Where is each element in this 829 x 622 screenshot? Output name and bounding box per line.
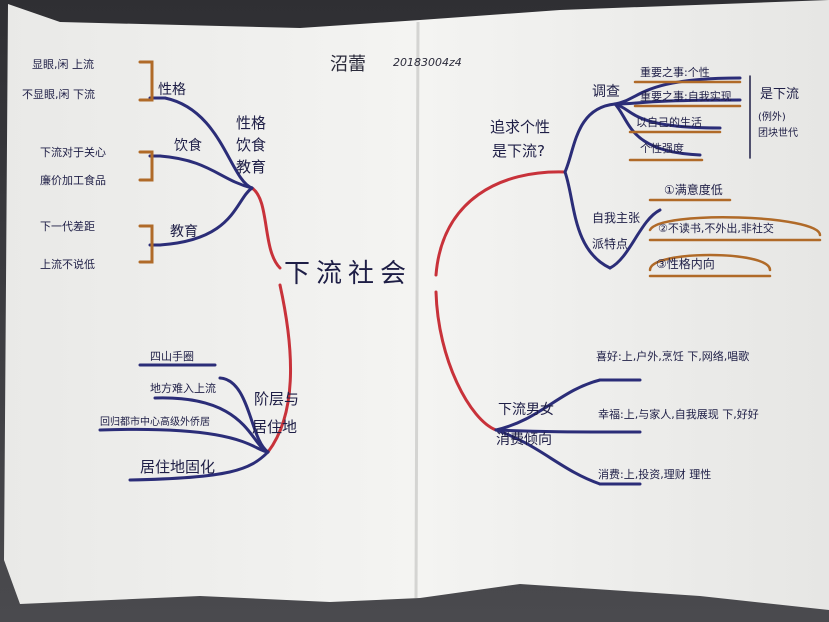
consumption-label-1: 下流男女 bbox=[498, 401, 554, 418]
personality-label: 性格 bbox=[158, 82, 186, 98]
survey-conclusion-1: 是下流 bbox=[760, 87, 799, 102]
class-residence-item-2: 地方难入上流 bbox=[150, 381, 216, 395]
traits-label-3: 教育 bbox=[236, 158, 266, 176]
consumption-label-2: 消费倾向 bbox=[496, 432, 552, 448]
paper-title: 沼蕾 bbox=[330, 54, 366, 75]
traits-label-2: 饮食 bbox=[236, 136, 266, 154]
survey-item-3: 以自己的生活 bbox=[636, 115, 702, 129]
diet-item-2: 廉价加工食品 bbox=[40, 173, 106, 187]
question-label-2: 是下流? bbox=[492, 142, 545, 160]
personality-item-2: 不显眼,闲 下流 bbox=[22, 87, 95, 101]
traits-right-item-2: ②不读书,不外出,非社交 bbox=[658, 221, 774, 235]
survey-conclusion-2: (例外) bbox=[758, 110, 786, 123]
consumption-item-1: 喜好:上,户外,烹饪 下,网络,唱歌 bbox=[596, 349, 749, 363]
class-residence-item-3: 回归都市中心高级外侨居 bbox=[100, 415, 210, 428]
survey-item-2: 重要之事:自我实现 bbox=[640, 89, 732, 103]
class-residence-item-1: 四山手圈 bbox=[150, 349, 194, 363]
traits-right-label-2: 派特点 bbox=[592, 236, 628, 251]
paper-date: 20183004z4 bbox=[393, 56, 462, 69]
class-residence-label-1: 阶层与 bbox=[254, 390, 299, 408]
branch-lines bbox=[98, 60, 822, 486]
consumption-item-3: 消费:上,投资,理财 理性 bbox=[598, 467, 711, 481]
traits-right-label-1: 自我主张 bbox=[592, 211, 640, 225]
center-topic: 下流社会 bbox=[284, 259, 412, 289]
survey-label: 调查 bbox=[592, 84, 620, 100]
consumption-item-2: 幸福:上,与家人,自我展现 下,好好 bbox=[598, 407, 759, 421]
survey-conclusion-3: 团块世代 bbox=[758, 127, 798, 139]
personality-item-1: 显眼,闲 上流 bbox=[32, 57, 94, 71]
traits-right-item-3: ③性格内向 bbox=[656, 256, 715, 271]
survey-item-1: 重要之事:个性 bbox=[640, 65, 710, 79]
diet-label: 饮食 bbox=[174, 137, 202, 154]
survey-item-4: 个性强度 bbox=[640, 141, 684, 155]
traits-right-item-1: ①满意度低 bbox=[664, 182, 723, 197]
class-residence-label-2: 居住地 bbox=[252, 418, 297, 436]
paper-fold bbox=[414, 21, 420, 599]
diet-item-1: 下流对于关心 bbox=[40, 145, 106, 159]
class-residence-item-4: 居住地固化 bbox=[140, 458, 215, 476]
question-label-1: 追求个性 bbox=[490, 118, 550, 136]
education-label: 教育 bbox=[170, 224, 198, 240]
traits-label-1: 性格 bbox=[236, 114, 266, 132]
education-item-1: 下一代差距 bbox=[40, 219, 95, 233]
education-item-2: 上流不说低 bbox=[40, 257, 95, 271]
